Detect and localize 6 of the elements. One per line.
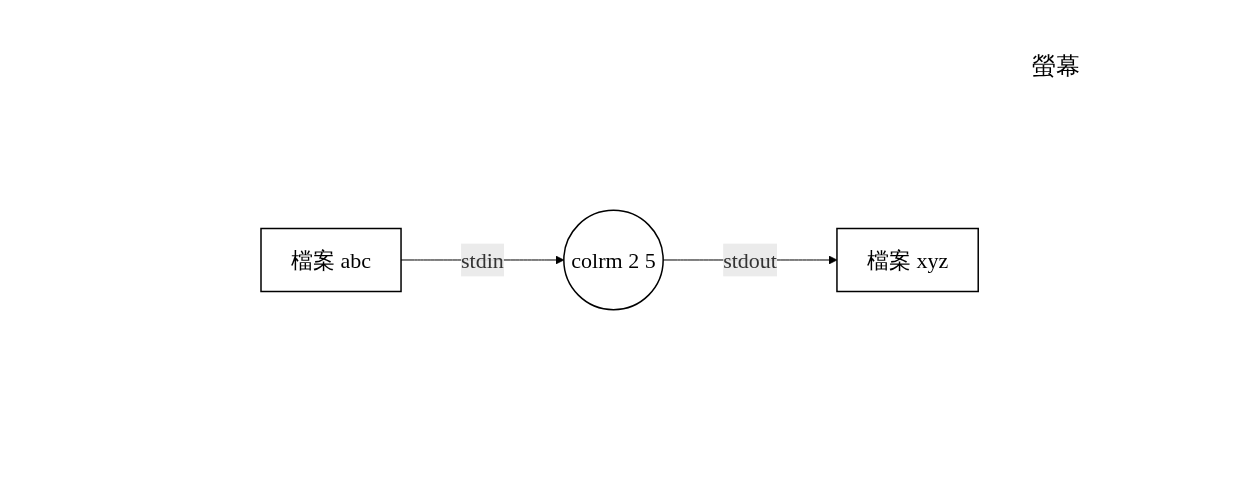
edge-label: stdout [723,247,778,273]
node-box: 檔案 xyz [836,227,980,293]
node-box: 檔案 abc [260,227,403,293]
note-text: 螢幕 [1032,51,1080,82]
node-circle: colrm 2 5 [563,209,665,311]
edge-label: stdin [461,247,505,273]
